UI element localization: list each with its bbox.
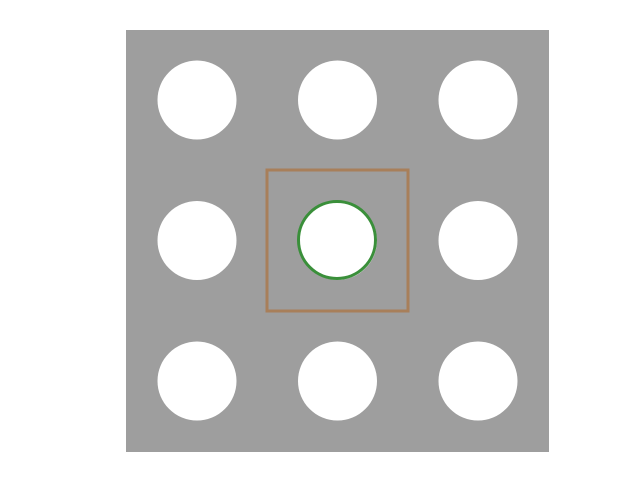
hole-array xyxy=(157,60,518,421)
hole-r2-c3 xyxy=(438,201,518,280)
hole-r1-c3 xyxy=(438,60,518,140)
hole-r3-c2 xyxy=(298,341,377,421)
hole-r2-c2 xyxy=(298,201,377,280)
unit-cell-outline xyxy=(265,168,410,313)
hole-r3-c3 xyxy=(438,341,518,421)
hole-r3-c1 xyxy=(157,341,237,421)
center-hole-outline xyxy=(297,200,377,280)
hole-r2-c1 xyxy=(157,201,237,280)
hole-r1-c2 xyxy=(298,60,377,140)
hole-r1-c1 xyxy=(157,60,237,140)
